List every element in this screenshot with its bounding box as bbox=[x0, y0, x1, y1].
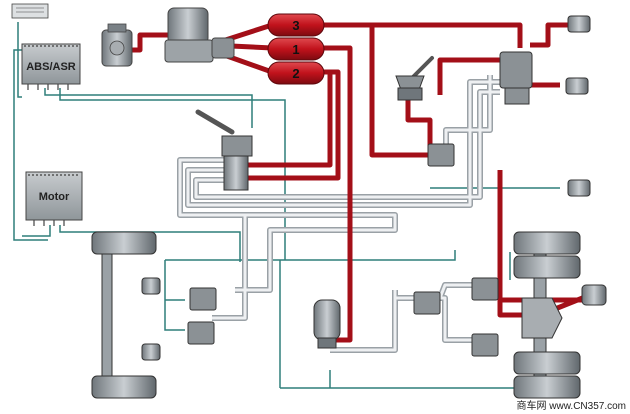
sensor-icon bbox=[11, 3, 49, 19]
tank-label-3: 3 bbox=[292, 18, 299, 33]
air-compressor bbox=[101, 23, 133, 67]
hand-brake-valve-icon bbox=[395, 56, 434, 101]
air-tank-3: 3 bbox=[267, 13, 325, 37]
watermark-text: 商车网 www.CN357.com bbox=[517, 399, 626, 412]
axle-modulator bbox=[313, 299, 341, 349]
control-pipes-highlight bbox=[178, 75, 500, 352]
tank-label-1: 1 bbox=[292, 42, 299, 57]
brake-chamber-icon bbox=[141, 15, 607, 361]
air-dryer bbox=[164, 7, 235, 63]
ecu-label-abs-asr: ABS/ASR bbox=[26, 61, 76, 73]
brake-pedal-icon bbox=[195, 109, 253, 191]
ecu-label-motor: Motor bbox=[39, 191, 70, 203]
relay-valve-icon bbox=[187, 51, 533, 357]
air-tank-2: 2 bbox=[267, 61, 325, 85]
wheel-icon bbox=[91, 231, 581, 399]
tank-label-2: 2 bbox=[292, 66, 299, 81]
abs-asr-ecu: ABS/ASR bbox=[21, 43, 81, 90]
motor-ecu: Motor bbox=[25, 171, 83, 226]
air-tank-1: 1 bbox=[267, 37, 325, 61]
axle-icon bbox=[101, 247, 563, 381]
